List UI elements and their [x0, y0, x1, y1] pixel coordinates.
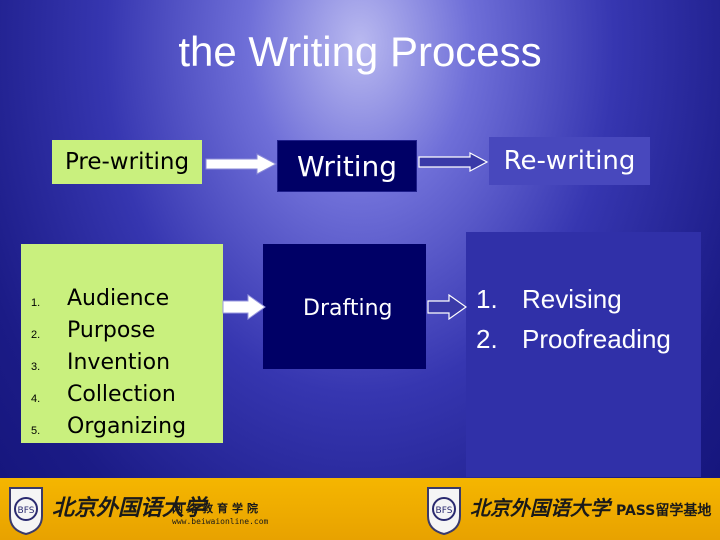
rewriting-box: 1. Revising 2. Proofreading: [466, 232, 701, 477]
list-item: 2. Proofreading: [476, 324, 671, 364]
stage-writing-label: Writing: [297, 149, 397, 183]
university-emblem-icon: BFS: [427, 487, 461, 536]
stage-writing: Writing: [277, 140, 417, 192]
university-logo-left: 北京外国语大学 网络教育学院 www.beiwaionline.com: [52, 482, 272, 536]
list-number: 5.: [31, 425, 41, 437]
list-item-label: Revising: [522, 284, 622, 314]
rewriting-list: 1. Revising 2. Proofreading: [476, 284, 671, 364]
stage-prewriting-label: Pre-writing: [64, 149, 190, 175]
list-item: 1. Revising: [476, 284, 671, 324]
list-item-label: Collection: [67, 382, 176, 407]
stage-rewriting: Re-writing: [489, 137, 650, 185]
arrow-right-icon: [205, 153, 277, 175]
footer-band: BFS 北京外国语大学 网络教育学院 www.beiwaionline.com …: [0, 478, 720, 540]
logo-calligraphy: 北京外国语大学: [52, 495, 207, 521]
arrow-right-icon: [418, 152, 488, 172]
list-item-label: Invention: [67, 350, 171, 375]
drafting-label: Drafting: [303, 296, 393, 321]
list-number: 1.: [476, 284, 498, 314]
list-number: 4.: [31, 393, 41, 405]
list-item-label: Purpose: [67, 318, 156, 343]
stage-prewriting: Pre-writing: [52, 140, 202, 184]
list-item-label: Audience: [67, 286, 170, 311]
list-item-label: Proofreading: [522, 324, 671, 354]
logo-subtitle: 网络教育学院: [172, 502, 262, 515]
list-item-label: Organizing: [67, 414, 187, 439]
writing-box: Drafting: [263, 244, 426, 369]
logo-url: www.beiwaionline.com: [172, 517, 269, 526]
arrow-right-icon: [427, 294, 467, 320]
list-number: 2.: [476, 324, 498, 354]
stage-rewriting-label: Re-writing: [503, 146, 636, 176]
list-number: 1.: [31, 297, 41, 309]
university-logo-right: 北京外国语大学 PASS留学基地: [470, 482, 715, 536]
svg-text:BFS: BFS: [436, 506, 453, 516]
list-number: 2.: [31, 329, 41, 341]
university-emblem-icon: BFS: [9, 487, 43, 536]
slide-title: the Writing Process: [178, 28, 542, 75]
logo-calligraphy: 北京外国语大学: [470, 496, 610, 520]
list-number: 3.: [31, 361, 41, 373]
svg-text:BFS: BFS: [18, 506, 35, 516]
arrow-right-icon: [222, 294, 266, 320]
logo-subtitle: PASS留学基地: [616, 503, 712, 519]
prewriting-box: 1. Audience 2. Purpose 3. Invention 4. Colle…: [21, 244, 223, 443]
